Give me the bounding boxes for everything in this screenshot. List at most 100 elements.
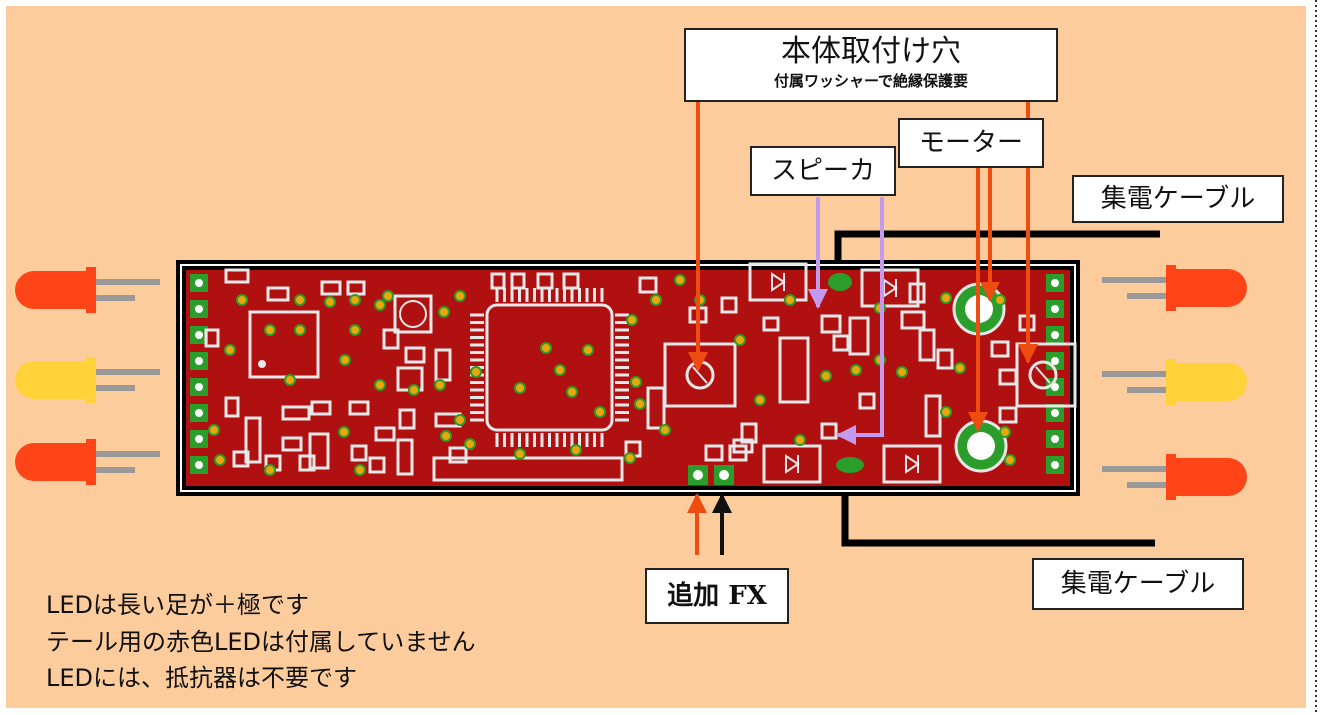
smd-part <box>778 336 810 404</box>
transistor-right <box>1015 342 1077 408</box>
via <box>454 414 466 426</box>
via <box>754 394 766 406</box>
diode <box>882 444 942 484</box>
note-line-2: テール用の赤色LEDは付属していません <box>46 628 476 656</box>
via <box>374 299 386 311</box>
via <box>224 344 236 356</box>
smd-part <box>704 444 724 462</box>
smd-part <box>224 396 240 418</box>
via <box>674 274 686 286</box>
via <box>382 290 394 302</box>
smd-part <box>510 272 526 290</box>
fx-pads <box>688 465 734 485</box>
smd-part <box>308 432 330 470</box>
via <box>324 296 336 308</box>
via <box>264 324 276 336</box>
via <box>994 294 1006 306</box>
smd-part <box>490 272 506 290</box>
via <box>294 294 306 306</box>
smd-part <box>820 314 842 334</box>
smd-part <box>998 368 1018 386</box>
smd-part <box>374 426 396 442</box>
via <box>514 448 526 460</box>
smd-part <box>562 272 580 290</box>
smd-part <box>762 316 780 332</box>
via <box>582 344 594 356</box>
note-line-1: LEDは長い足が＋極です <box>46 591 310 619</box>
smd-part <box>320 280 342 296</box>
smd-part <box>646 386 666 430</box>
header-strip <box>432 456 624 482</box>
via <box>514 382 526 394</box>
smd-part <box>232 450 250 468</box>
via <box>784 294 796 306</box>
via <box>264 464 276 476</box>
via <box>624 452 636 464</box>
via <box>434 379 446 391</box>
smd-part <box>936 348 954 370</box>
smd-part <box>918 328 936 362</box>
smd-part <box>638 276 658 294</box>
via <box>208 424 220 436</box>
smd-part <box>281 436 303 452</box>
via <box>659 424 671 436</box>
via <box>1004 454 1016 466</box>
smd-part <box>398 408 416 430</box>
via <box>338 426 350 438</box>
via <box>470 366 482 378</box>
pickup-cable-label-top: 集電ケーブル <box>1072 175 1284 223</box>
smd-part <box>348 400 370 416</box>
diode <box>762 444 822 484</box>
led-yellow-right <box>1102 359 1247 405</box>
mount-hole-title: 本体取付け穴 <box>781 34 961 69</box>
smd-part <box>832 334 850 352</box>
mount-hole-label: 本体取付け穴 付属ワッシャーで絶縁保護要 <box>684 28 1058 102</box>
diode <box>860 268 920 308</box>
diode <box>748 262 808 302</box>
arrow-speaker-2 <box>836 197 884 445</box>
smd-part <box>536 272 554 290</box>
via <box>554 364 566 376</box>
motor-label: モーター <box>898 118 1044 168</box>
smd-part <box>858 392 876 410</box>
vias <box>208 274 1016 476</box>
via <box>349 324 361 336</box>
smd-part <box>720 296 738 314</box>
fx-label: 追加 FX <box>645 568 789 624</box>
mount-hole-subtitle: 付属ワッシャーで絶縁保護要 <box>773 72 969 90</box>
smd-part <box>298 454 316 472</box>
smd-part <box>350 444 368 462</box>
via <box>540 342 552 354</box>
pickup-pad-bottom <box>836 457 864 473</box>
smd-part <box>900 310 926 330</box>
pickup-pad-top <box>828 273 852 291</box>
connector-left <box>190 274 208 474</box>
via <box>566 386 578 398</box>
smd-part <box>740 422 758 444</box>
smd-part <box>224 268 250 284</box>
via <box>440 430 452 442</box>
led-red-left-top <box>15 267 160 313</box>
led-yellow-left <box>15 357 160 403</box>
switch-pad <box>393 294 433 334</box>
ic-chip-left <box>248 310 320 379</box>
smd-part <box>310 400 332 416</box>
via <box>630 376 642 388</box>
via <box>734 334 746 346</box>
led-red-right-bottom <box>1102 454 1247 500</box>
via <box>349 294 361 306</box>
smd-part <box>404 346 426 364</box>
via <box>214 454 226 466</box>
via <box>570 444 582 456</box>
pickup-cable-label-bottom: 集電ケーブル <box>1032 558 1244 610</box>
led-red-right-top <box>1102 265 1247 311</box>
smd-part <box>924 394 942 438</box>
led-red-left-bottom <box>15 439 160 485</box>
via <box>794 434 806 446</box>
via <box>339 354 351 366</box>
motor-hole-bottom <box>954 419 1008 473</box>
smd-part <box>728 444 748 462</box>
smd-part <box>990 340 1010 358</box>
via <box>594 406 606 418</box>
